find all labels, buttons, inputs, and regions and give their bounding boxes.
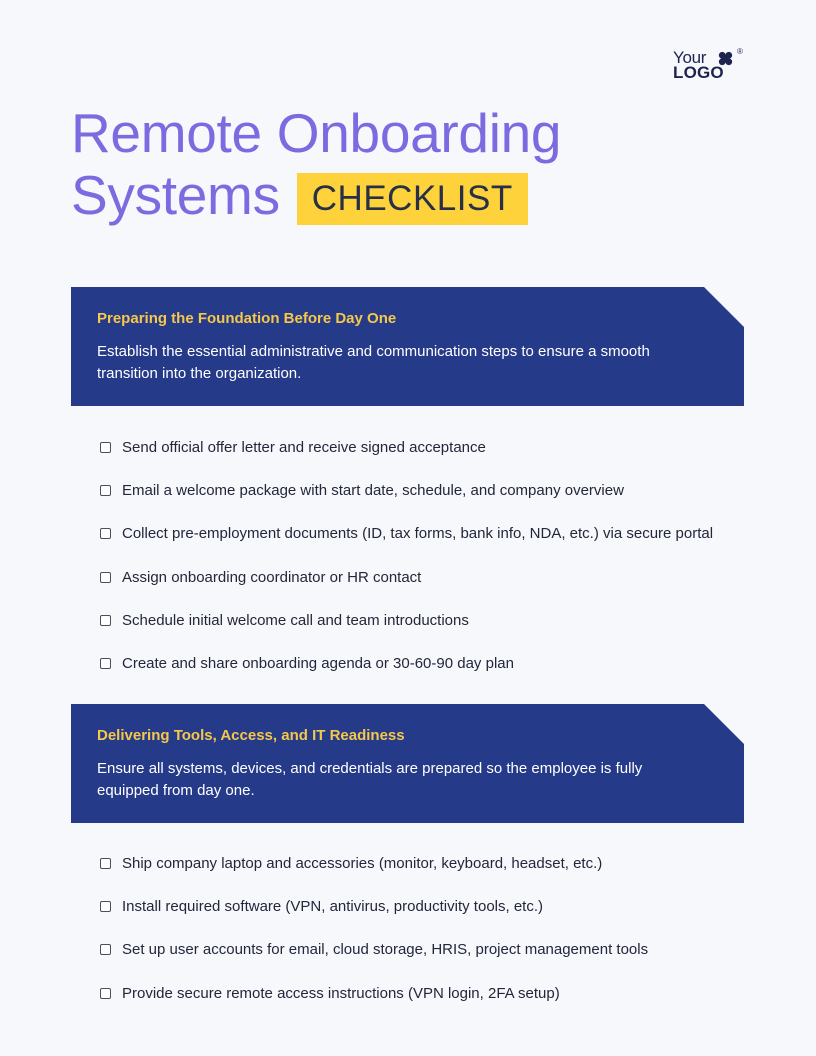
section-description: Establish the essential administrative a… [97,343,650,382]
checklist-item[interactable]: Ship company laptop and accessories (mon… [100,842,648,885]
checklist-item-label: Assign onboarding coordinator or HR cont… [122,568,422,586]
checklist-item-label: Email a welcome package with start date,… [122,482,624,500]
checkbox[interactable] [100,858,111,870]
checklist-item-label: Create and share onboarding agenda or 30… [122,655,514,673]
checklist: Ship company laptop and accessories (mon… [100,842,648,1015]
checklist-item[interactable]: Send official offer letter and receive s… [100,426,713,469]
checklist-item[interactable]: Schedule initial welcome call and team i… [100,599,713,642]
checklist-item[interactable]: Set up user accounts for email, cloud st… [100,928,648,971]
checkbox[interactable] [100,485,111,497]
checklist-item[interactable]: Email a welcome package with start date,… [100,469,713,512]
checkbox[interactable] [100,528,111,540]
page-title: Remote Onboarding Systems CHECKLIST [71,102,562,226]
checklist-item-label: Provide secure remote access instruction… [122,984,560,1002]
logo-mark-icon [718,51,733,66]
title-line-1: Remote Onboarding [71,102,562,164]
checklist-item[interactable]: Provide secure remote access instruction… [100,972,648,1015]
checklist-item-label: Install required software (VPN, antiviru… [122,898,543,916]
checkbox[interactable] [100,987,111,999]
logo-text-your: Your [673,48,707,67]
section-heading: Preparing the Foundation Before Day One [97,310,397,327]
section-description: Ensure all systems, devices, and credent… [97,760,643,799]
checklist-badge: CHECKLIST [296,173,528,225]
title-line-2: Systems CHECKLIST [71,164,561,226]
checkbox[interactable] [100,571,111,583]
checkbox[interactable] [100,901,111,913]
section-banner: Preparing the Foundation Before Day One … [71,287,744,406]
checkbox[interactable] [100,944,111,956]
checklist-item-label: Collect pre-employment documents (ID, ta… [122,525,714,543]
checkbox[interactable] [100,442,111,454]
registered-mark: ® [737,47,743,56]
section-heading: Delivering Tools, Access, and IT Readine… [97,727,405,744]
checklist-item-label: Ship company laptop and accessories (mon… [122,855,603,873]
checkbox[interactable] [100,614,111,626]
checklist-item-label: Send official offer letter and receive s… [122,439,486,457]
title-systems: Systems [71,164,280,226]
checklist-item[interactable]: Collect pre-employment documents (ID, ta… [100,512,713,555]
checkbox[interactable] [100,658,111,670]
checklist-item[interactable]: Create and share onboarding agenda or 30… [100,642,713,685]
section-banner: Delivering Tools, Access, and IT Readine… [71,704,744,823]
checklist-item[interactable]: Install required software (VPN, antiviru… [100,885,648,928]
checklist: Send official offer letter and receive s… [100,426,713,685]
checklist-item[interactable]: Assign onboarding coordinator or HR cont… [100,556,713,599]
checklist-item-label: Schedule initial welcome call and team i… [122,611,469,629]
checklist-item-label: Set up user accounts for email, cloud st… [122,941,649,959]
company-logo: Your ® LOGO [673,47,753,84]
logo-text-logo: LOGO [673,63,724,82]
